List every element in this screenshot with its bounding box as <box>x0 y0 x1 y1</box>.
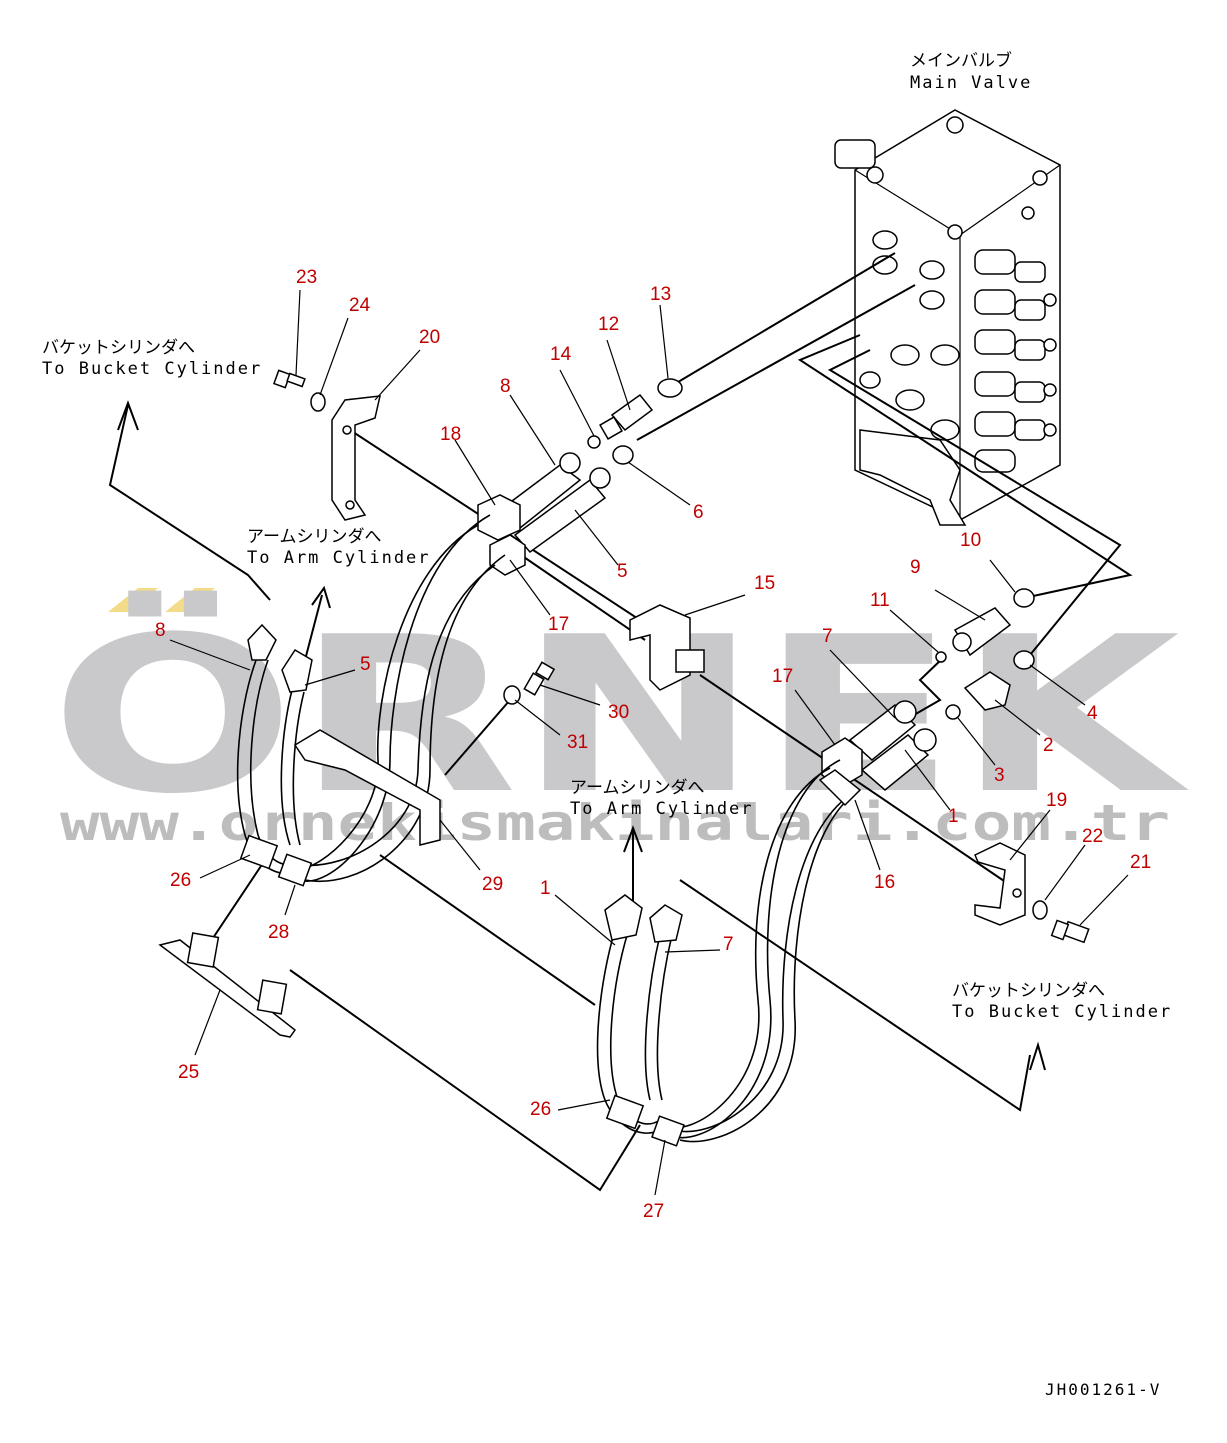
plate-25 <box>158 932 297 1038</box>
callout-11: 11 <box>870 590 890 611</box>
bucket-right-label-jp: バケットシリンダへ <box>952 981 1105 1001</box>
callout-7-top: 7 <box>822 626 833 647</box>
callout-22: 22 <box>1082 826 1103 847</box>
callout-30: 30 <box>608 702 629 723</box>
callout-5-top: 5 <box>617 561 628 582</box>
callout-2: 2 <box>1043 735 1054 756</box>
callout-8-left: 8 <box>155 620 166 641</box>
callout-9: 9 <box>910 557 921 578</box>
callout-10: 10 <box>960 530 981 551</box>
main-valve-label-jp: メインバルブ <box>910 50 1012 71</box>
callout-1-bottom: 1 <box>540 878 551 899</box>
callout-19: 19 <box>1046 790 1067 811</box>
main-valve-label-en: Main Valve <box>910 73 1032 93</box>
callout-21: 21 <box>1130 852 1151 873</box>
callout-17-top: 17 <box>548 614 569 635</box>
clamp-26-left <box>239 834 313 887</box>
callout-24: 24 <box>349 295 371 316</box>
callout-16: 16 <box>874 872 895 893</box>
bucket-right-label-en: To Bucket Cylinder <box>952 1002 1172 1022</box>
bracket-20 <box>331 395 381 521</box>
bolt-30 <box>523 661 556 696</box>
callout-28: 28 <box>268 922 289 943</box>
bucket-left-label-en: To Bucket Cylinder <box>42 359 262 379</box>
callout-31: 31 <box>567 732 588 753</box>
callout-26-left: 26 <box>170 870 191 891</box>
callout-3: 3 <box>994 765 1005 786</box>
arm-lower-label-jp: アームシリンダへ <box>570 778 704 798</box>
bolt-23 <box>273 369 306 389</box>
washer-22 <box>1032 900 1048 920</box>
arm-lower-label-en: To Arm Cylinder <box>570 799 754 819</box>
hoses-left-upper <box>236 514 506 883</box>
callout-26-bottom: 26 <box>530 1099 551 1120</box>
callout-25: 25 <box>178 1062 199 1083</box>
callout-13: 13 <box>650 284 671 305</box>
callout-17-right: 17 <box>772 666 793 687</box>
main-valve <box>834 109 1061 526</box>
callout-18: 18 <box>440 424 461 445</box>
bracket-19 <box>974 842 1026 926</box>
bracket-29 <box>293 729 441 846</box>
washer-24 <box>310 392 326 412</box>
callout-4: 4 <box>1087 703 1098 724</box>
part-callouts: 23 24 20 8 18 14 12 13 6 5 17 10 9 11 15… <box>155 267 1151 1222</box>
callout-12: 12 <box>598 314 619 335</box>
fittings-top <box>477 378 683 576</box>
watermark-url: www.ornekismakinalari.com.tr <box>60 794 1170 852</box>
fittings-right <box>935 588 1035 720</box>
callout-leaders <box>169 289 1129 1196</box>
callout-23: 23 <box>296 267 317 288</box>
callout-6: 6 <box>693 502 704 523</box>
callout-29: 29 <box>482 874 503 895</box>
callout-14: 14 <box>550 344 572 365</box>
watermark-accent-left <box>108 588 158 612</box>
bolt-21 <box>1050 919 1090 944</box>
callout-27: 27 <box>643 1201 664 1222</box>
callout-7-bottom: 7 <box>723 934 734 955</box>
callout-8-top: 8 <box>500 376 511 397</box>
callout-1-top: 1 <box>948 806 959 827</box>
washer-31 <box>503 685 521 705</box>
bracket-15 <box>629 604 705 691</box>
callout-15: 15 <box>754 573 775 594</box>
labels: メインバルブ Main Valve バケットシリンダへ To Bucket Cy… <box>42 50 1172 1399</box>
arm-upper-label-en: To Arm Cylinder <box>247 548 431 568</box>
watermark-accent-right <box>165 588 215 612</box>
callout-5-left: 5 <box>360 654 371 675</box>
callout-20: 20 <box>419 327 440 348</box>
bucket-left-label-jp: バケットシリンダへ <box>42 338 195 358</box>
drawing-code: JH001261-V <box>1045 1380 1161 1399</box>
arm-upper-label-jp: アームシリンダへ <box>247 527 381 547</box>
hoses-right <box>596 700 937 1147</box>
